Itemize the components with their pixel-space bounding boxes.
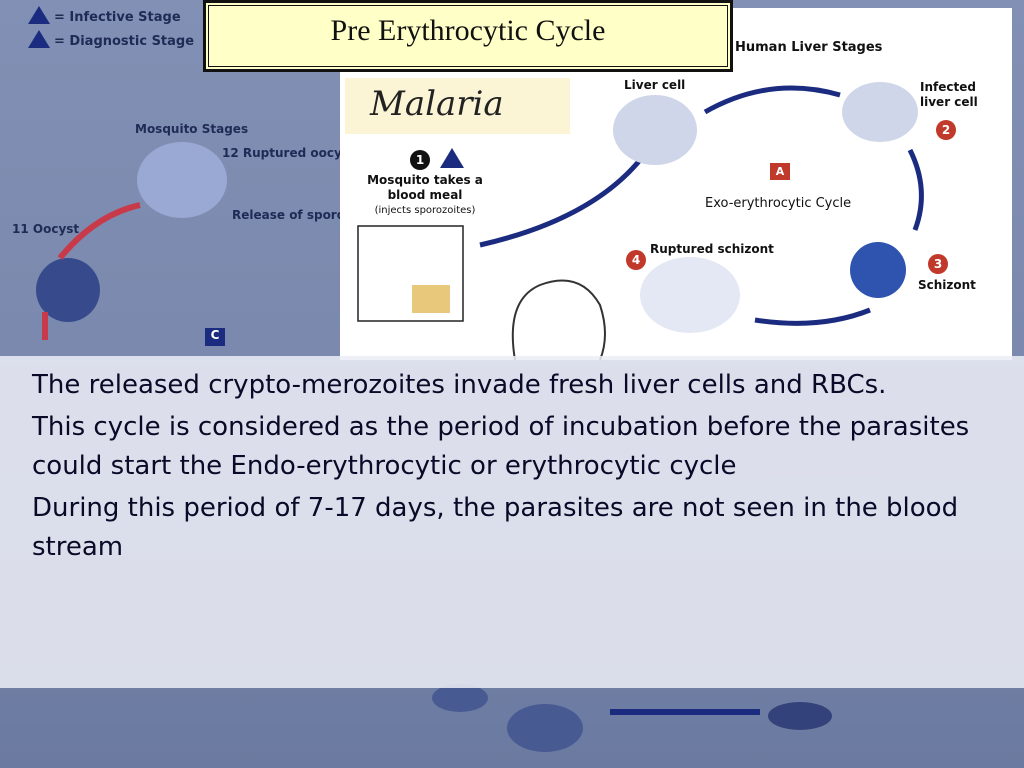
human-liver-stages-label: Human Liver Stages xyxy=(735,40,883,55)
stage-legend: = Infective Stage = Diagnostic Stage xyxy=(28,6,194,54)
paragraph-1: The released crypto-merozoites invade fr… xyxy=(32,370,887,400)
exo-cycle-label: Exo-erythrocytic Cycle xyxy=(705,196,852,211)
legend-diagnostic: = Diagnostic Stage xyxy=(54,34,195,49)
malaria-banner xyxy=(345,78,570,134)
schizont-cell xyxy=(850,242,906,298)
step-3-badge: 3 xyxy=(928,254,948,274)
infected-liver-cell xyxy=(842,82,918,142)
badge-c: C xyxy=(205,328,225,346)
paragraph-2: This cycle is considered as the period o… xyxy=(32,412,970,481)
ruptured-schizont-label: Ruptured schizont xyxy=(650,242,774,256)
text-overlay-panel xyxy=(0,356,1024,688)
ruptured-schizont-cell xyxy=(640,257,740,333)
slide-title-box: Pre Erythrocytic Cycle xyxy=(203,0,733,72)
liver-cell-label: Liver cell xyxy=(624,78,686,92)
cycle-arrow-1 xyxy=(703,85,841,115)
oocyst-num: 11 xyxy=(12,222,29,236)
mosquito-stages-label: Mosquito Stages xyxy=(135,122,249,136)
cycle-arrow-4 xyxy=(479,158,642,248)
infective-triangle-icon xyxy=(28,6,50,24)
gametocyte-cell-3 xyxy=(432,684,488,712)
infected-liver-cell-label: Infected liver cell xyxy=(920,80,978,109)
step-2-badge: 2 xyxy=(936,120,956,140)
ruptured-oocyst-text: Ruptured oocyst xyxy=(242,146,355,160)
mosquito-takes-text: Mosquito takes a blood meal xyxy=(367,173,483,202)
oocyst-text: Oocyst xyxy=(32,222,80,236)
cycle-arrow-2 xyxy=(907,148,924,231)
human-head-outline xyxy=(511,279,606,361)
red-arrow-1 xyxy=(57,202,141,260)
badge-a: A xyxy=(770,163,790,180)
body-text: The released crypto-merozoites invade fr… xyxy=(32,366,992,570)
infective-stage-triangle-icon xyxy=(440,148,464,168)
slide-title: Pre Erythrocytic Cycle xyxy=(330,14,606,47)
oocyst-cell xyxy=(36,258,100,322)
oocyst-label: 11 Oocyst xyxy=(12,222,79,236)
mosquito-takes-label: Mosquito takes a blood meal (injects spo… xyxy=(360,173,490,218)
step-1-badge: 1 xyxy=(410,150,430,170)
malaria-heading: Malaria xyxy=(370,84,504,124)
legend-infective: = Infective Stage xyxy=(54,10,181,25)
liver-cell xyxy=(613,95,697,165)
gametocyte-cell-2 xyxy=(507,704,583,752)
injects-text: (injects sporozoites) xyxy=(374,205,476,216)
cycle-arrow-3 xyxy=(754,307,871,326)
paragraph-3: During this period of 7-17 days, the par… xyxy=(32,493,959,562)
step-4-badge: 4 xyxy=(626,250,646,270)
gametocyte-cell-1 xyxy=(768,702,832,730)
ruptured-oocyst-cell xyxy=(137,142,227,218)
skin-patch xyxy=(412,285,450,313)
diagnostic-triangle-icon xyxy=(28,30,50,48)
ruptured-num: 12 xyxy=(222,146,239,160)
schizont-label: Schizont xyxy=(918,278,976,292)
ruptured-oocyst-label: 12 Ruptured oocyst xyxy=(222,146,355,160)
